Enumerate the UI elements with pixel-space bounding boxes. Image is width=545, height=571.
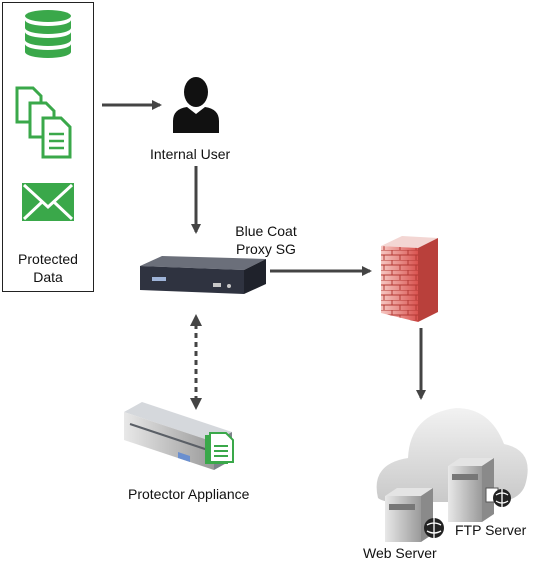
firewall-icon [381,236,438,322]
user-icon [173,77,219,133]
protected-data-box [2,2,94,292]
ftp-server-label: FTP Server [455,522,527,538]
web-server-icon [385,488,444,542]
protector-label: Protector Appliance [128,486,250,502]
mail-icon [22,183,74,221]
protected-data-label-line2: Data [33,269,63,285]
ftp-server-icon [448,458,511,522]
web-server-label: Web Server [363,545,437,561]
proxy-label: Blue Coat Proxy SG [222,222,310,258]
database-icon [25,10,71,58]
proxy-label-line2: Proxy SG [236,241,296,257]
internal-user-label: Internal User [150,146,231,162]
arrow-proxy-protector [190,314,202,410]
document-badge-icon [205,432,234,464]
protected-data-label: Protected Data [6,250,90,286]
proxy-label-line1: Blue Coat [235,223,297,239]
proxy-appliance-icon [140,256,266,294]
documents-icon [15,86,72,159]
protected-data-label-line1: Protected [18,251,78,267]
